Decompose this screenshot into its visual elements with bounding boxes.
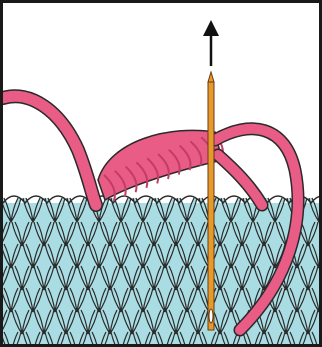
needle-icon (208, 72, 214, 330)
knit-fabric (0, 196, 322, 347)
needle-shaft (208, 82, 214, 330)
needle-eye (209, 309, 213, 323)
